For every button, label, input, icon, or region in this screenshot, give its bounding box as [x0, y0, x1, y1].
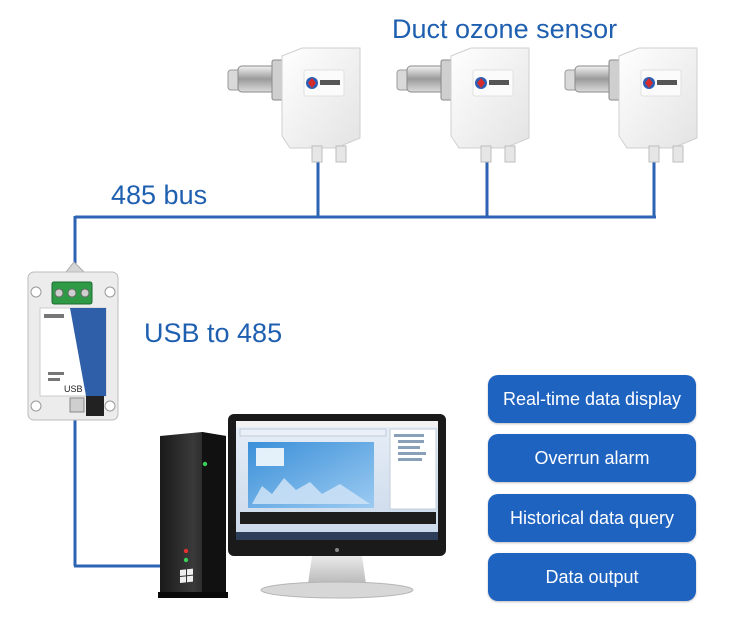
- usb-port-label: USB: [64, 384, 83, 394]
- windows-logo-icon: [180, 568, 193, 583]
- ozone-sensor-3: [564, 47, 698, 163]
- feature-overrun-alarm[interactable]: Overrun alarm: [488, 434, 696, 482]
- converter-label: USB to 485: [144, 318, 283, 348]
- feature-data-output[interactable]: Data output: [488, 553, 696, 601]
- feature-historical-query[interactable]: Historical data query: [488, 494, 696, 542]
- usb-485-converter-icon: [64, 261, 86, 273]
- usb-485-converter: USB: [27, 261, 119, 421]
- ozone-sensor-1: [227, 47, 361, 163]
- ozone-sensor-2: [396, 47, 530, 163]
- pc-tower: [158, 432, 228, 598]
- feature-realtime-display[interactable]: Real-time data display: [488, 375, 696, 423]
- bus-label: 485 bus: [111, 180, 208, 210]
- monitor: [228, 414, 446, 599]
- diagram-title: Duct ozone sensor: [392, 14, 618, 44]
